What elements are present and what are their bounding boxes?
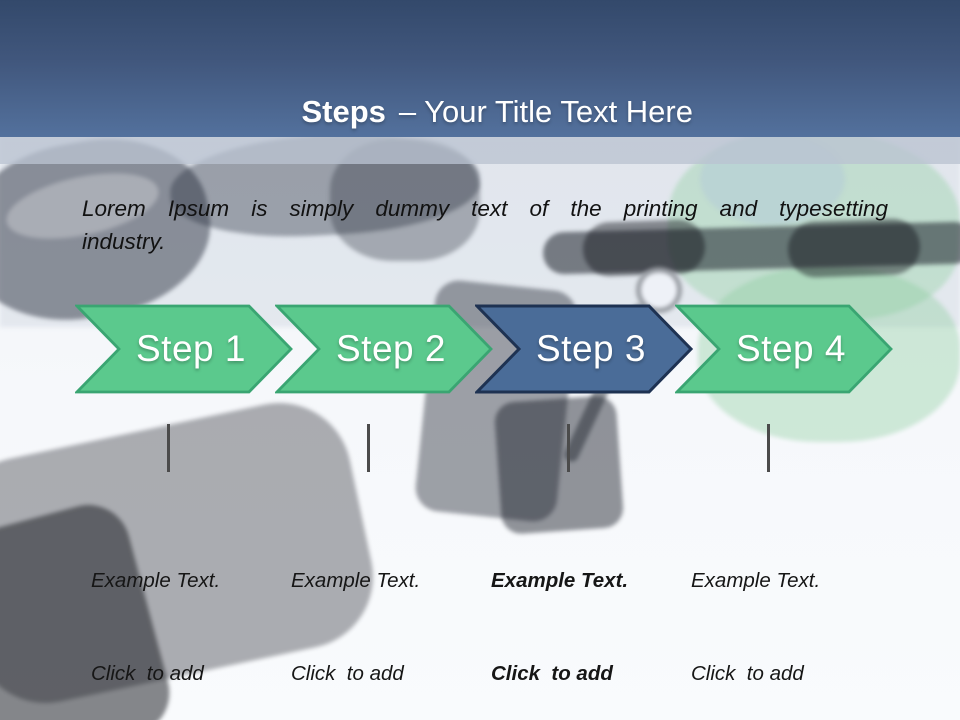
intro-line-1: Lorem Ipsum is simply dummy text of the … <box>82 196 888 221</box>
desc-line: Example Text. <box>491 569 629 592</box>
step-1-description[interactable]: Example Text. Click to add your text. <box>91 503 273 720</box>
chevron-shape-step-1[interactable] <box>75 304 293 394</box>
chevron-polygon <box>275 304 493 394</box>
desc-line: Example Text. <box>691 569 821 592</box>
step-2-description[interactable]: Example Text. Click to add your text. <box>291 503 473 720</box>
connector-line <box>167 424 170 472</box>
step-group-3: Step 3 Example Text. Click to add your t… <box>475 304 693 685</box>
step-group-1: Step 1 Example Text. Click to add your t… <box>75 304 293 685</box>
desc-line: Click to add <box>691 662 804 685</box>
title-keyword: Steps <box>301 94 386 129</box>
desc-line: Click to add <box>291 662 404 685</box>
step-4-description[interactable]: Example Text. Click to add your text. <box>691 503 873 720</box>
desc-line: Example Text. <box>91 569 221 592</box>
title-bar <box>0 0 960 137</box>
chevron-shape-step-4[interactable] <box>675 304 893 394</box>
step-3-description[interactable]: Example Text. Click to add your text. <box>491 503 673 720</box>
step-4-label: Step 4 <box>736 328 846 369</box>
chevron-shape-step-3[interactable] <box>475 304 693 394</box>
connector-line <box>567 424 570 472</box>
desc-line: Click to add <box>91 662 204 685</box>
slide-title[interactable]: Steps – Your Title Text Here <box>0 52 960 172</box>
chevron-polygon <box>75 304 293 394</box>
step-group-4: Step 4 Example Text. Click to add your t… <box>675 304 893 685</box>
chevron-shape-step-2[interactable] <box>275 304 493 394</box>
step-group-2: Step 2 Example Text. Click to add your t… <box>275 304 493 685</box>
intro-paragraph[interactable]: Lorem Ipsum is simply dummy text of the … <box>82 192 888 258</box>
title-rest: – Your Title Text Here <box>398 94 693 129</box>
step-1-label: Step 1 <box>136 328 246 369</box>
chevron-polygon <box>475 304 693 394</box>
step-2-label: Step 2 <box>336 328 446 369</box>
header-divider-strip <box>0 137 960 164</box>
chevron-polygon <box>675 304 893 394</box>
connector-line <box>367 424 370 472</box>
desc-line: Click to add <box>491 662 613 685</box>
intro-line-2: industry. <box>82 229 166 254</box>
desc-line: Example Text. <box>291 569 421 592</box>
connector-line <box>767 424 770 472</box>
step-3-label: Step 3 <box>536 328 646 369</box>
